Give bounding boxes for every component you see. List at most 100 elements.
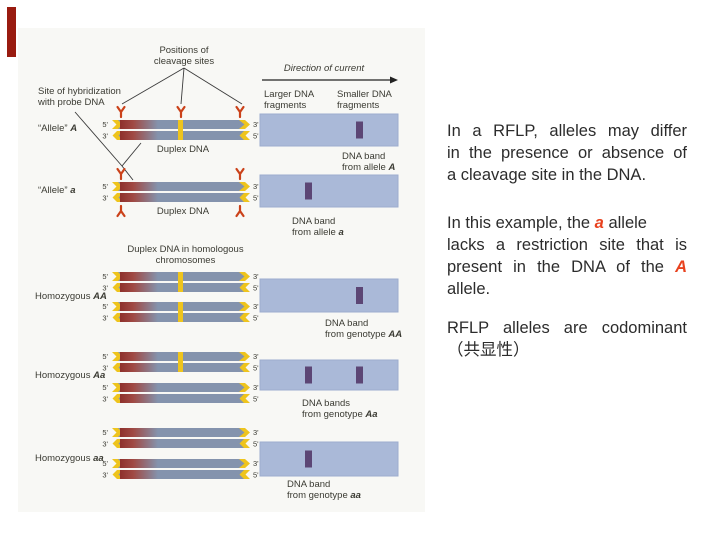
strand-end-cap [239, 131, 250, 140]
homozygous-Aa-label: Homozygous Aa [35, 370, 106, 381]
strand-end-label: 5' [102, 272, 108, 281]
explanation-text: In a RFLP, alleles may differ in the pre… [447, 120, 687, 361]
homozygous-AA-label: Homozygous AA [35, 291, 107, 302]
strand-end-label: 3' [253, 383, 259, 392]
probe-hybridization-site [120, 394, 158, 403]
gel-lane [259, 441, 399, 477]
strand-end-label: 3' [102, 471, 108, 480]
strand-end-label: 3' [102, 132, 108, 141]
hybridization-site-label: Site of hybridization with probe DNA [38, 86, 121, 108]
strand-end-cap [112, 182, 123, 191]
strand-end-cap [112, 383, 123, 392]
diagram-panel: 5'3'3'5'5'3'3'5'5'3'3'5'5'3'3'5'5'3'3'5'… [18, 28, 425, 512]
cleavage-site-marker [178, 302, 183, 322]
strand-end-label: 3' [253, 120, 259, 129]
strand-end-cap [112, 272, 123, 281]
allele-A-highlight: A [675, 258, 687, 276]
duplex-dna-bar: 5' 3' 3' 5' [102, 120, 259, 141]
homologous-chromosomes-label: Duplex DNA in homologous chromosomes [127, 244, 244, 266]
duplex-dna-bar: 5'3'3'5' [102, 302, 259, 323]
strand-end-label: 3' [102, 314, 108, 323]
cleavage-arrow-icon [116, 167, 126, 181]
strand-end-label: 5' [102, 383, 108, 392]
cleavage-site-marker [178, 272, 183, 292]
cleavage-arrow-icon [116, 105, 126, 119]
strand-end-cap [239, 272, 250, 281]
direction-arrow-icon [262, 76, 398, 84]
strand-end-label: 3' [253, 272, 259, 281]
duplex-dna-label-a: Duplex DNA [156, 206, 210, 217]
strand-end-cap [239, 459, 250, 468]
cleavage-arrow-icon [116, 204, 126, 218]
strand-end-label: 5' [102, 302, 108, 311]
strand-end-label: 3' [102, 284, 108, 293]
dna-band [356, 287, 363, 304]
strand-end-cap [112, 459, 123, 468]
strand-end-label: 3' [102, 364, 108, 373]
gel-lane [259, 359, 399, 391]
probe-hybridization-site [120, 470, 158, 479]
strand-end-label: 3' [102, 395, 108, 404]
strand-end-label: 5' [102, 428, 108, 437]
smaller-fragments-label: Smaller DNA fragments [337, 89, 392, 111]
positions-of-cleavage-label: Positions of cleavage sites [153, 45, 215, 67]
probe-hybridization-site [120, 383, 158, 392]
strand-end-cap [239, 352, 250, 361]
dna-band [305, 366, 312, 384]
duplex-dna-bar: 5'3'3'5' [102, 272, 259, 293]
strand-end-cap [239, 120, 250, 129]
cleavage-arrow-icon [176, 105, 186, 119]
strand-end-label: 3' [253, 182, 259, 191]
allele-a-label: “Allele” a [38, 185, 76, 196]
strand-end-label: 5' [253, 132, 259, 141]
strand-end-cap [112, 120, 123, 129]
dna-band [305, 450, 312, 468]
strand-end-label: 3' [253, 459, 259, 468]
accent-bar [7, 7, 16, 57]
strand-end-label: 5' [102, 120, 108, 129]
band-label-genotype-aa: DNA band from genotype aa [287, 479, 361, 501]
gel-lane [259, 174, 399, 208]
strand-end-cap [239, 283, 250, 292]
strand-end-cap [112, 428, 123, 437]
probe-hybridization-site [120, 352, 158, 361]
dna-band [356, 366, 363, 384]
larger-fragments-label: Larger DNA fragments [264, 89, 315, 111]
probe-hybridization-site [120, 363, 158, 372]
strand-end-label: 5' [253, 440, 259, 449]
direction-of-current-label: Direction of current [283, 63, 365, 74]
allele-a-highlight: a [594, 214, 604, 232]
dna-band [356, 121, 363, 139]
strand-end-cap [112, 302, 123, 311]
probe-hybridization-site [120, 193, 158, 202]
gel-lane [259, 113, 399, 147]
strand-end-cap [239, 193, 250, 202]
band-label-allele-a: DNA band from allele a [292, 216, 344, 238]
probe-hybridization-site [120, 131, 158, 140]
band-label-genotype-AA: DNA band from genotype AA [325, 318, 403, 340]
strand-end-label: 3' [253, 302, 259, 311]
strand-end-label: 3' [253, 352, 259, 361]
duplex-dna-bar: 5'3'3'5' [102, 383, 259, 404]
paragraph-example: In this example, the a allele lacks a re… [447, 214, 687, 298]
strand-end-cap [239, 313, 250, 322]
strand-end-cap [239, 394, 250, 403]
probe-hybridization-site [120, 439, 158, 448]
strand-end-label: 3' [253, 428, 259, 437]
strand-end-label: 3' [102, 194, 108, 203]
cleavage-arrow-icon [235, 204, 245, 218]
strand-end-cap [239, 182, 250, 191]
duplex-dna-bar: 5'3'3'5' [102, 459, 259, 480]
probe-hybridization-site [120, 313, 158, 322]
strand-end-label: 5' [253, 364, 259, 373]
strand-end-cap [239, 439, 250, 448]
strand-end-cap [112, 352, 123, 361]
probe-hybridization-site [120, 459, 158, 468]
rflp-figure: 5'3'3'5'5'3'3'5'5'3'3'5'5'3'3'5'5'3'3'5'… [74, 67, 399, 480]
paragraph-codominant: RFLP alleles are codominant （共显性） [447, 319, 687, 359]
strand-end-cap [239, 363, 250, 372]
probe-hybridization-site [120, 302, 158, 311]
allele-A-label: “Allele” A [38, 123, 78, 134]
cleavage-arrow-icon [235, 167, 245, 181]
